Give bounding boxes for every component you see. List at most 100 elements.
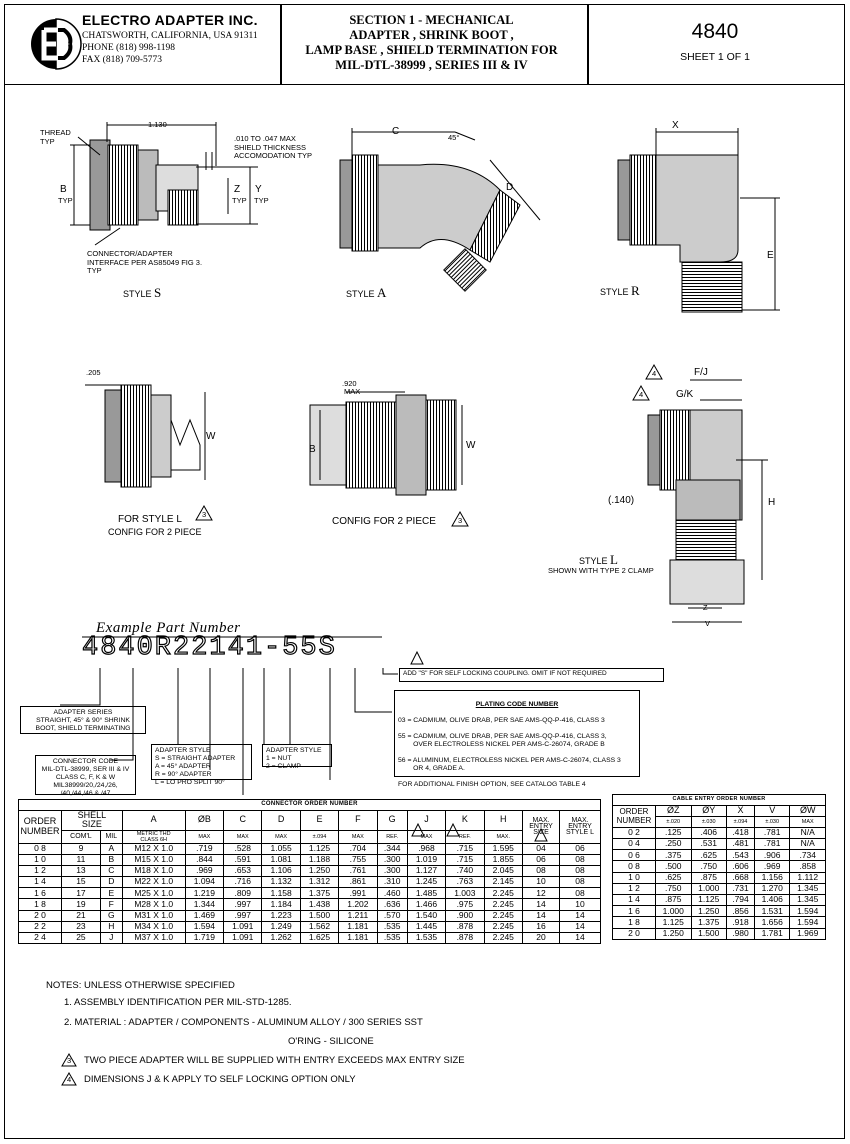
table-cell: M18 X 1.0 bbox=[121, 864, 186, 878]
example-part-number: 4840R22141-55S bbox=[81, 632, 337, 663]
table-cell: 1.091 bbox=[223, 920, 263, 934]
style-l-drawing bbox=[647, 379, 768, 623]
self-locking-box: ADD "S" FOR SELF LOCKING COUPLING. OMIT … bbox=[399, 668, 664, 682]
connector-code-box: CONNECTOR CODE MIL-DTL-38999, SER III & … bbox=[35, 755, 136, 797]
table-cell: .250 bbox=[655, 838, 692, 851]
note-3-num: 3 bbox=[67, 1056, 72, 1065]
table-cell: 14 bbox=[522, 909, 560, 922]
table-cell: .375 bbox=[655, 849, 692, 862]
table-cell: 2 2 bbox=[18, 920, 62, 934]
table-row: 0 6.375.625.543.906.734 bbox=[612, 849, 826, 862]
table-cell: 2 0 bbox=[18, 909, 62, 922]
table-cell: 1.223 bbox=[261, 909, 301, 922]
notes-title: NOTES: UNLESS OTHERWISE SPECIFIED bbox=[46, 980, 235, 991]
table-cell: 1.500 bbox=[299, 909, 340, 922]
company-fax: FAX (818) 709-5773 bbox=[82, 55, 163, 65]
table-cell: 11 bbox=[61, 853, 101, 866]
table-cell: .875 bbox=[655, 893, 692, 907]
style-l-caption2: SHOWN WITH TYPE 2 CLAMP bbox=[548, 566, 654, 575]
label-e: E bbox=[767, 250, 774, 261]
adapter-series-box: ADAPTER SERIES STRAIGHT, 45° & 90° SHRIN… bbox=[20, 706, 146, 734]
table-cell: .997 bbox=[223, 898, 263, 911]
table-cell: 1.250 bbox=[690, 905, 727, 918]
table-cell: 1.466 bbox=[406, 898, 447, 911]
table-cell: 1 8 bbox=[18, 898, 62, 911]
table-cell: 2.145 bbox=[483, 876, 524, 889]
table-cell: 1.156 bbox=[753, 871, 791, 884]
interface-label: CONNECTOR/ADAPTER INTERFACE PER AS85049 … bbox=[87, 249, 203, 275]
table-caption: CONNECTOR ORDER NUMBER bbox=[18, 799, 601, 811]
dim-920: .920 bbox=[342, 379, 357, 388]
table-cell: 1.250 bbox=[299, 864, 340, 878]
table-cell: .734 bbox=[789, 849, 826, 862]
table-cell: M34 X 1.0 bbox=[121, 920, 186, 934]
example-title: Example Part Number bbox=[96, 620, 241, 636]
table-cell: .570 bbox=[376, 909, 408, 922]
table-cell: .809 bbox=[223, 887, 263, 900]
table-cell: 1.469 bbox=[184, 909, 225, 922]
table-cell: .418 bbox=[726, 826, 755, 840]
table-cell: .668 bbox=[726, 871, 755, 884]
dim-920-max: MAX bbox=[344, 387, 361, 396]
table-cell: 19 bbox=[61, 898, 101, 911]
table-cell: C bbox=[99, 864, 123, 878]
table-cell: 1.132 bbox=[261, 876, 301, 889]
table-cell: .844 bbox=[184, 853, 225, 866]
table-cell: 13 bbox=[61, 864, 101, 878]
company-address: CHATSWORTH, CALIFORNIA, USA 91311 bbox=[82, 31, 258, 41]
table-cell: 2 0 bbox=[612, 927, 656, 940]
label-d: D bbox=[506, 182, 514, 193]
table-cell: .750 bbox=[655, 882, 692, 896]
label-z2: Z bbox=[703, 603, 708, 612]
table-cell: 06 bbox=[559, 842, 601, 855]
table-cell: .761 bbox=[338, 864, 378, 878]
table-cell: 1.181 bbox=[338, 931, 378, 945]
table-cell: 1.249 bbox=[261, 920, 301, 934]
label-w2: W bbox=[466, 440, 476, 451]
technical-drawings bbox=[70, 122, 780, 623]
table-cell: 1.270 bbox=[753, 882, 791, 896]
label-z-typ: TYP bbox=[232, 196, 247, 205]
table-cell: .878 bbox=[445, 920, 485, 934]
table-cell: 14 bbox=[559, 920, 601, 934]
title-block bbox=[4, 4, 845, 85]
table-cell: 1.202 bbox=[338, 898, 378, 911]
table-cell: 14 bbox=[522, 898, 560, 911]
table-cell: 1 6 bbox=[18, 887, 62, 900]
thread-label: THREAD TYP bbox=[40, 128, 71, 146]
table-cell: 9 bbox=[61, 842, 101, 855]
table-cell: .591 bbox=[223, 853, 263, 866]
company-logo bbox=[31, 18, 82, 70]
table-cell: .300 bbox=[376, 853, 408, 866]
table-cell: 1.106 bbox=[261, 864, 301, 878]
table-cell: 1.127 bbox=[406, 864, 447, 878]
note-ref-4a: 4 bbox=[652, 369, 657, 378]
table-cell: 1 4 bbox=[18, 876, 62, 889]
table-cell: 1.656 bbox=[753, 916, 791, 929]
table-cell: 1.158 bbox=[261, 887, 301, 900]
table-cell: .900 bbox=[445, 909, 485, 922]
table-cell: .606 bbox=[726, 860, 755, 873]
table-cell: .731 bbox=[726, 882, 755, 896]
label-c: C bbox=[392, 126, 400, 137]
connector-order-table: CONNECTOR ORDER NUMBER ORDER NUMBER SHEL… bbox=[18, 799, 601, 945]
table-cell: .300 bbox=[376, 864, 408, 878]
table-cell: 1.485 bbox=[406, 887, 447, 900]
label-v: V bbox=[705, 619, 711, 628]
note-ref-4b: 4 bbox=[639, 390, 644, 399]
table-cell: 1.594 bbox=[789, 905, 826, 918]
dim-140: (.140) bbox=[608, 495, 635, 506]
dim-1130: 1.130 bbox=[148, 120, 167, 129]
label-x: X bbox=[672, 120, 679, 131]
table-cell: .750 bbox=[690, 860, 727, 873]
table-cell: .528 bbox=[223, 842, 263, 855]
label-h: H bbox=[768, 497, 776, 508]
note-4-num: 4 bbox=[67, 1075, 72, 1084]
table-cell: 1.969 bbox=[789, 927, 826, 940]
style-l-2pc-caption2: CONFIG FOR 2 PIECE bbox=[108, 527, 202, 537]
